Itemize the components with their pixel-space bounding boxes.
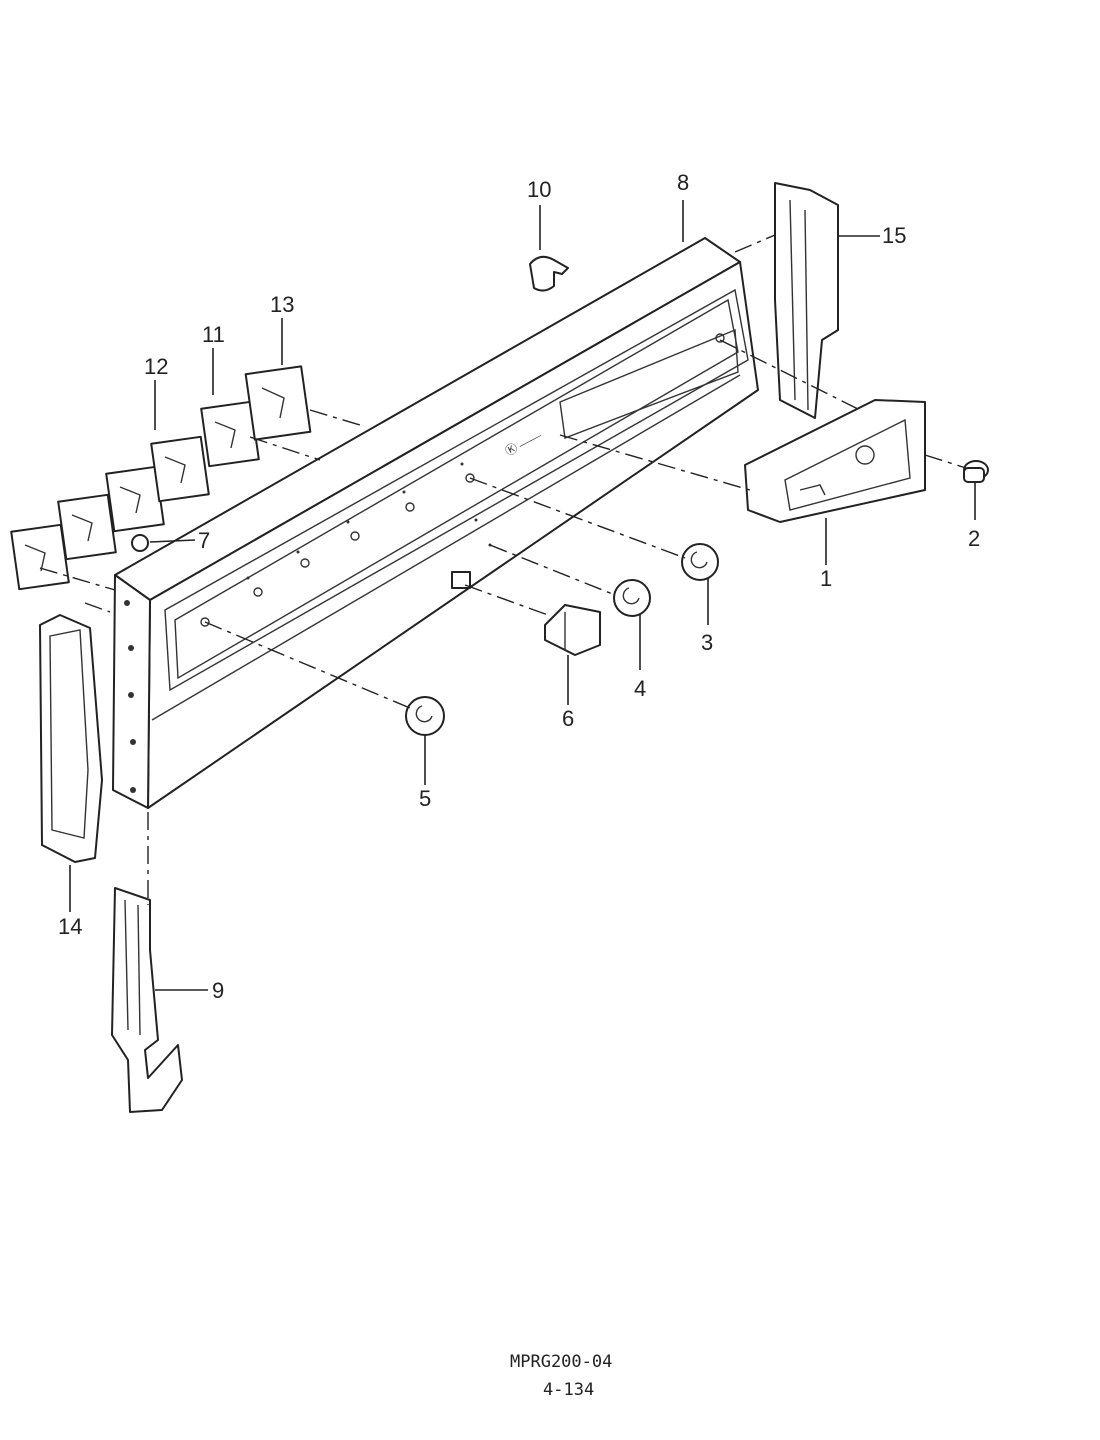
callout-8: 8 bbox=[677, 170, 689, 195]
callout-13: 13 bbox=[270, 292, 294, 317]
callout-14: 14 bbox=[58, 914, 82, 939]
part-7-grommet bbox=[131, 534, 149, 552]
leader-lines bbox=[69, 200, 976, 991]
part-15-bracket bbox=[774, 182, 839, 419]
callout-9: 9 bbox=[212, 978, 224, 1003]
callout-12: 12 bbox=[144, 354, 168, 379]
callout-3: 3 bbox=[701, 630, 713, 655]
switch-assemblies bbox=[10, 365, 312, 591]
part-5-knob bbox=[405, 696, 445, 736]
part-9-bracket bbox=[111, 887, 183, 1113]
callout-11: 11 bbox=[202, 322, 225, 347]
part-2-screw bbox=[963, 460, 989, 483]
callout-15: 15 bbox=[882, 223, 906, 248]
page-number: 4-134 bbox=[543, 1380, 595, 1400]
part-1-end-cap bbox=[744, 399, 926, 523]
switch-3 bbox=[105, 465, 165, 533]
callout-4: 4 bbox=[634, 676, 646, 701]
part-14-side-trim bbox=[39, 614, 103, 863]
switch-13 bbox=[244, 365, 312, 441]
model-number: MPRG200-04 bbox=[510, 1352, 613, 1372]
part-3-knob bbox=[681, 543, 719, 581]
callout-5: 5 bbox=[419, 786, 431, 811]
callout-2: 2 bbox=[968, 526, 980, 551]
part-6-button bbox=[544, 604, 601, 656]
console-panel: Ⓚ —— bbox=[112, 237, 759, 809]
callout-labels: 1 2 3 4 5 6 7 8 9 10 11 12 13 14 15 bbox=[58, 170, 980, 1003]
part-10-clip bbox=[529, 255, 569, 292]
callout-1: 1 bbox=[820, 566, 832, 591]
callout-10: 10 bbox=[527, 177, 551, 202]
switch-2 bbox=[57, 493, 117, 561]
callout-7: 7 bbox=[198, 528, 210, 553]
callout-6: 6 bbox=[562, 706, 574, 731]
switch-1 bbox=[10, 523, 70, 591]
indicator-lens bbox=[451, 571, 471, 589]
assembly-lines bbox=[39, 234, 967, 905]
part-4-knob bbox=[613, 579, 651, 617]
switch-4 bbox=[150, 435, 210, 503]
